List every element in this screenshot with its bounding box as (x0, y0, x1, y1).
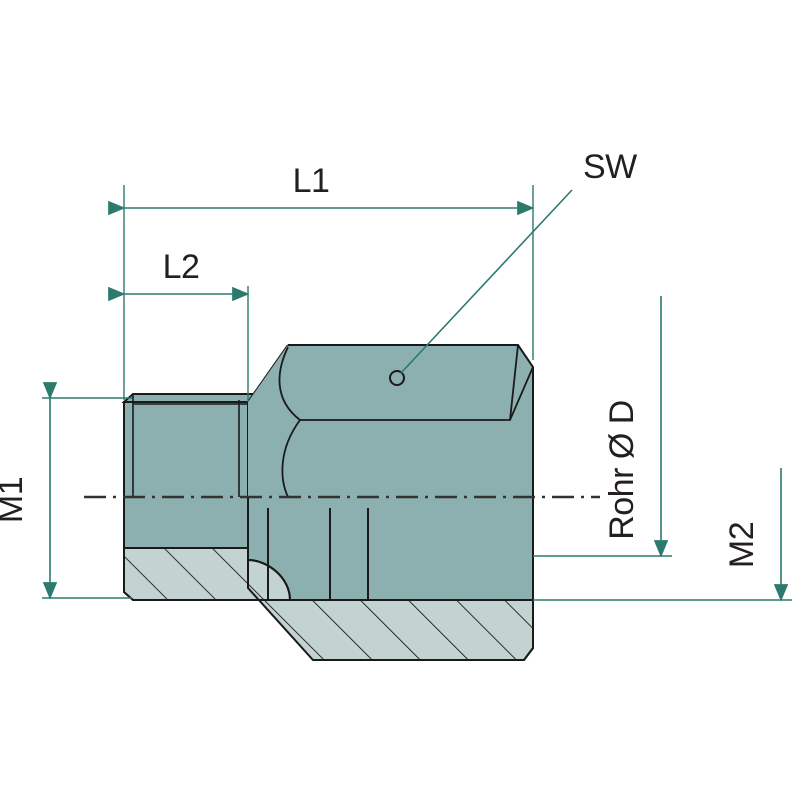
hex-outline-lower (313, 497, 534, 661)
dim-label-m2: M2 (723, 522, 761, 568)
hex-body-outline-upper (288, 344, 534, 497)
hatch-small-nipple (123, 547, 269, 601)
hex-blend-curve-upper (278, 346, 301, 421)
dim-label-m1: M1 (0, 477, 30, 523)
hex-right-chamfer (509, 344, 519, 421)
lower-teal-band (124, 497, 248, 548)
lower-half-section (123, 402, 534, 661)
dim-label-rohr-d: Rohr Ø D (603, 400, 641, 540)
part-geometry (84, 344, 600, 661)
sw-leader-dot-icon (389, 370, 405, 386)
dim-label-l1: L1 (293, 162, 330, 200)
sw-leader-group: SW (389, 148, 638, 386)
dim-label-l2: L2 (163, 248, 200, 286)
hex-blend-curve-lower (281, 419, 301, 498)
lower-teal-band-hex (248, 497, 533, 600)
dimension-annotations: L1 L2 M1 Rohr Ø D M2 SW (0, 148, 792, 602)
dim-label-sw: SW (583, 148, 637, 186)
small-nipple-top-chamfer (121, 393, 260, 403)
sw-leader-line (400, 189, 573, 374)
outer-silhouette-lower (123, 497, 292, 601)
